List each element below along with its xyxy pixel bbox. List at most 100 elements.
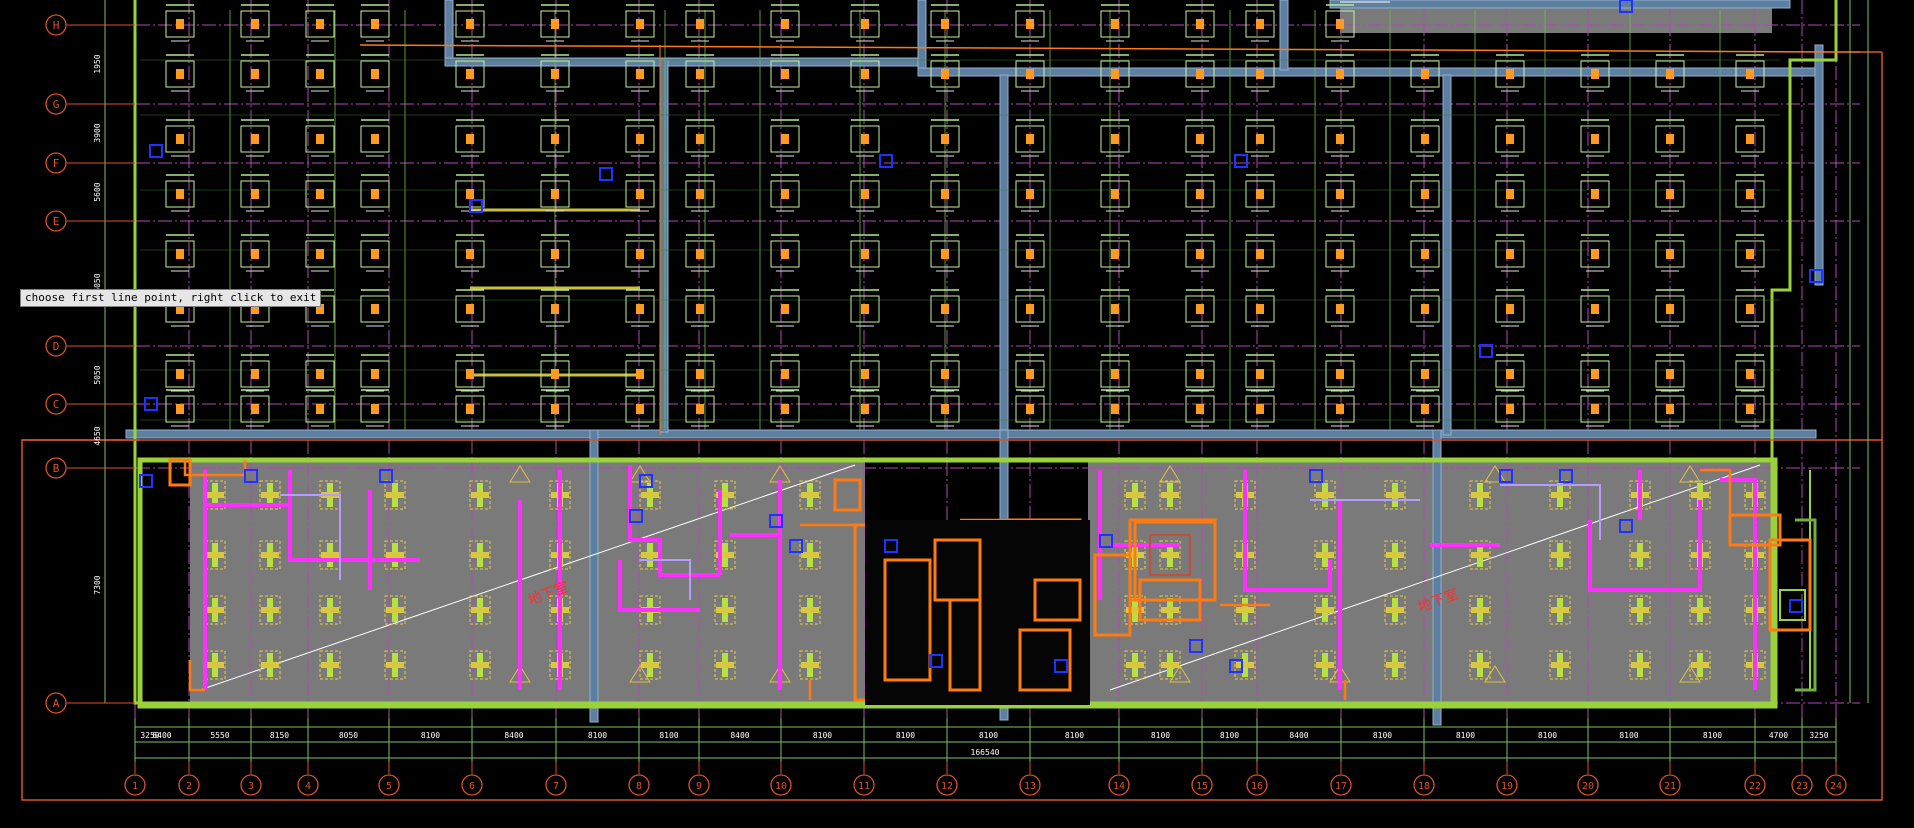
footing-outline [625, 60, 655, 88]
column-core [941, 134, 949, 144]
basement-column [1234, 650, 1256, 680]
column-footing [1655, 174, 1685, 212]
blue-marker [629, 509, 643, 523]
bubble-circle [936, 774, 958, 796]
column-footing [685, 289, 715, 327]
footing-dash [714, 480, 736, 510]
column-cap [1161, 552, 1179, 558]
basement-column [1469, 595, 1491, 625]
footing-outline [165, 395, 195, 423]
column-core [1111, 249, 1119, 259]
column-cap [1316, 662, 1334, 668]
orange-rooms [22, 44, 1860, 705]
basement-column [1159, 595, 1181, 625]
column-footing [625, 174, 655, 212]
column-core [1666, 369, 1674, 379]
column-cap [261, 552, 279, 558]
column-footing [1495, 174, 1525, 212]
footing-outline [1015, 10, 1045, 38]
basement-column [1314, 595, 1336, 625]
footing-outline [930, 360, 960, 388]
footing-dash [1469, 650, 1491, 680]
footing-dash [384, 650, 406, 680]
column-core [861, 304, 869, 314]
row-dim-label: 7300 [93, 575, 102, 594]
column-core [371, 369, 379, 379]
column-core [371, 69, 379, 79]
column-cap [1691, 492, 1709, 498]
bubble-label: 24 [1830, 781, 1842, 792]
column-core [1336, 369, 1344, 379]
bubble-circle [378, 774, 400, 796]
footing-outline [165, 180, 195, 208]
column-core [1111, 189, 1119, 199]
column-core [696, 189, 704, 199]
basement-column [714, 650, 736, 680]
column-footing [930, 119, 960, 157]
column-footing [1100, 389, 1130, 427]
column-footing [850, 289, 880, 327]
footing-outline [360, 180, 390, 208]
column-footing [1015, 234, 1045, 272]
column-core [1746, 304, 1754, 314]
column-core [1591, 404, 1599, 414]
column-core [251, 249, 259, 259]
footing-outline [1185, 240, 1215, 268]
row-dim-label: 5050 [93, 273, 102, 292]
wall-segment [589, 429, 599, 723]
footing-outline [625, 395, 655, 423]
column-core [176, 369, 184, 379]
bubble-label: 7 [553, 781, 559, 792]
footing-outline [1325, 10, 1355, 38]
column-core [861, 369, 869, 379]
bay-dim-label: 3250 [1809, 731, 1828, 740]
footing-outline [685, 240, 715, 268]
column-footing [1580, 354, 1610, 392]
column-core [1196, 404, 1204, 414]
column-core [466, 134, 474, 144]
column-cap [321, 552, 339, 558]
basement-column [384, 650, 406, 680]
column-footing [685, 234, 715, 272]
bubble-label: A [53, 697, 60, 710]
column-cap [1471, 492, 1489, 498]
blue-marker [469, 199, 483, 213]
basement-column [1469, 650, 1491, 680]
column-core [1591, 369, 1599, 379]
column-footing [1100, 234, 1130, 272]
column-core [696, 404, 704, 414]
column-footing [1100, 174, 1130, 212]
bay-dim-label: 8400 [1289, 731, 1308, 740]
wall-segment [917, 0, 927, 76]
column-core [1666, 304, 1674, 314]
column-footing [1245, 289, 1275, 327]
magenta-beam [1720, 478, 1757, 690]
column-core [371, 304, 379, 314]
basement-perimeter [137, 457, 1778, 709]
column-core [1336, 134, 1344, 144]
column-footing [1185, 289, 1215, 327]
column-footing [1100, 354, 1130, 392]
column-core [176, 189, 184, 199]
column-footing [930, 174, 960, 212]
footing-outline [850, 395, 880, 423]
basement-column [319, 540, 341, 570]
footing-outline [1325, 180, 1355, 208]
column-footing [540, 174, 570, 212]
footing-outline [1015, 295, 1045, 323]
basement-column [1384, 595, 1406, 625]
bubble-label: 20 [1582, 781, 1594, 792]
column-core [551, 249, 559, 259]
column-core [1026, 134, 1034, 144]
column-core [1196, 134, 1204, 144]
column-core [861, 19, 869, 29]
column-core [1746, 404, 1754, 414]
wall-segment [659, 59, 669, 433]
column-footing [305, 174, 335, 212]
column-cap [1126, 492, 1144, 498]
column-cap [1386, 492, 1404, 498]
bubble-label: 12 [941, 781, 953, 792]
